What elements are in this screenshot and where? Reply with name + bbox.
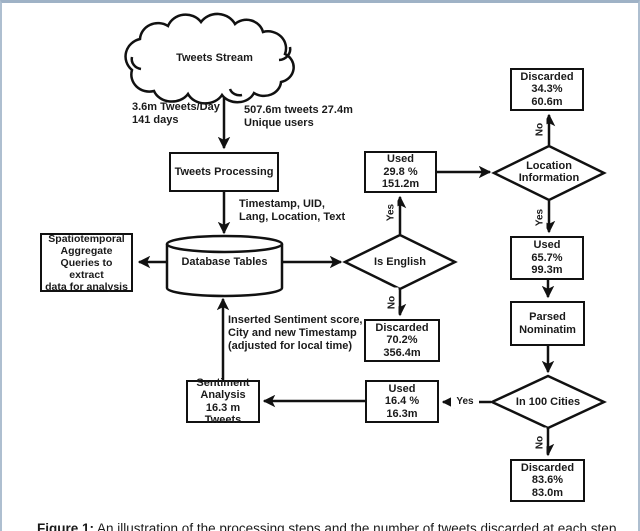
node-line: 60.6m (531, 95, 563, 108)
cloud-label: Tweets Stream (176, 51, 253, 64)
annotation-total-volume: 507.6m tweets 27.4m Unique users (244, 104, 353, 130)
node-used-english: Used 29.8 % 151.2m (364, 151, 437, 193)
node-is-english-label: Is English (345, 252, 455, 272)
node-line: Parsed (529, 311, 566, 323)
node-line: Used (387, 153, 414, 166)
node-line: Discarded (520, 461, 575, 474)
node-line: 29.8 % (383, 165, 418, 178)
node-discarded-location: Discarded 34.3% 60.6m (510, 68, 584, 111)
node-line: Database Tables (181, 255, 268, 268)
flowchart-shapes (124, 12, 607, 457)
edge-label-yes-location: Yes (533, 202, 547, 233)
node-line: Discarded (375, 321, 429, 334)
node-discarded-english: Discarded 70.2% 356.4m (364, 319, 440, 362)
node-line: Used (388, 382, 416, 395)
node-line: Nominatim (519, 323, 576, 336)
annotation-tweet-fields: Timestamp, UID, Lang, Location, Text (239, 198, 345, 224)
annotation-line: City and new Timestamp (228, 327, 357, 339)
is-english-diamond (342, 233, 458, 291)
edge-label-yes-cities: Yes (451, 395, 479, 408)
node-line: 356.4m (383, 346, 421, 359)
node-line: Analysis (200, 389, 246, 401)
node-line: 83.6% (531, 474, 564, 487)
cloud-shape (124, 12, 295, 105)
node-line: 83.0m (531, 486, 564, 499)
node-line: 65.7% (531, 251, 563, 264)
node-line: Aggregate (60, 244, 113, 257)
node-line: Tweets Processing (174, 165, 274, 178)
node-line: Queries to extract (60, 256, 113, 281)
figure-caption: Figure 1: An illustration of the process… (37, 521, 627, 531)
edge-label-yes-english: Yes (384, 197, 398, 228)
node-line: Information (518, 172, 580, 184)
annotation-line: 141 days (132, 114, 179, 126)
node-line: data for analysis (45, 280, 128, 293)
figure-caption-text: An illustration of the processing steps … (94, 521, 617, 531)
node-line: 99.3m (531, 264, 563, 277)
edge-label-no-cities: No (533, 427, 547, 458)
annotation-line: (adjusted for local time) (228, 340, 353, 352)
node-line: Used (533, 239, 561, 252)
annotation-line: 3.6m Tweets/Day (132, 101, 220, 113)
figure-caption-label: Figure 1: (37, 521, 95, 531)
annotation-line: Inserted Sentiment score, (228, 314, 363, 326)
annotation-line: Lang, Location, Text (239, 211, 346, 223)
node-spatiotemporal-queries: Spatiotemporal Aggregate Queries to extr… (40, 232, 133, 293)
node-line: 16.3 m Tweets (204, 401, 242, 427)
node-line: 70.2% (386, 334, 418, 347)
node-line: 16.4 % (384, 395, 420, 408)
edge-label-no-location: No (533, 114, 547, 145)
annotation-line: Unique users (244, 117, 314, 129)
node-line: In 100 Cities (515, 395, 581, 408)
annotation-line: 507.6m tweets 27.4m (244, 104, 353, 116)
node-database-tables: Database Tables (167, 253, 282, 271)
node-line: 151.2m (381, 178, 420, 191)
node-line: Spatiotemporal (48, 232, 125, 245)
annotation-inserted-sentiment: Inserted Sentiment score, City and new T… (228, 314, 363, 353)
node-used-location: Used 65.7% 99.3m (510, 236, 584, 280)
location-information-diamond (491, 144, 607, 202)
node-line: Discarded (520, 70, 574, 83)
node-discarded-cities: Discarded 83.6% 83.0m (510, 459, 585, 502)
node-line: Location (526, 159, 572, 172)
node-location-information-label: Location Information (494, 149, 604, 195)
node-line: 34.3% (531, 83, 563, 96)
cloud-tweets-stream: Tweets Stream (147, 48, 282, 68)
in-100-cities-diamond (489, 374, 607, 430)
node-tweets-processing: Tweets Processing (169, 152, 279, 192)
annotation-daily-volume: 3.6m Tweets/Day 141 days (132, 101, 220, 127)
node-in-100-cities-label: In 100 Cities (492, 392, 604, 412)
node-line: 16.3m (386, 407, 418, 420)
flow-arrows (137, 98, 556, 457)
node-line: Is English (374, 255, 426, 268)
node-line: Sentiment (196, 376, 250, 389)
database-cylinder (165, 234, 284, 298)
annotation-line: Timestamp, UID, (239, 198, 325, 210)
node-used-cities: Used 16.4 % 16.3m (365, 380, 439, 423)
node-parsed-nominatim: Parsed Nominatim (510, 301, 585, 346)
edge-label-no-english: No (385, 287, 399, 318)
node-sentiment-analysis: Sentiment Analysis 16.3 m Tweets (186, 376, 260, 426)
